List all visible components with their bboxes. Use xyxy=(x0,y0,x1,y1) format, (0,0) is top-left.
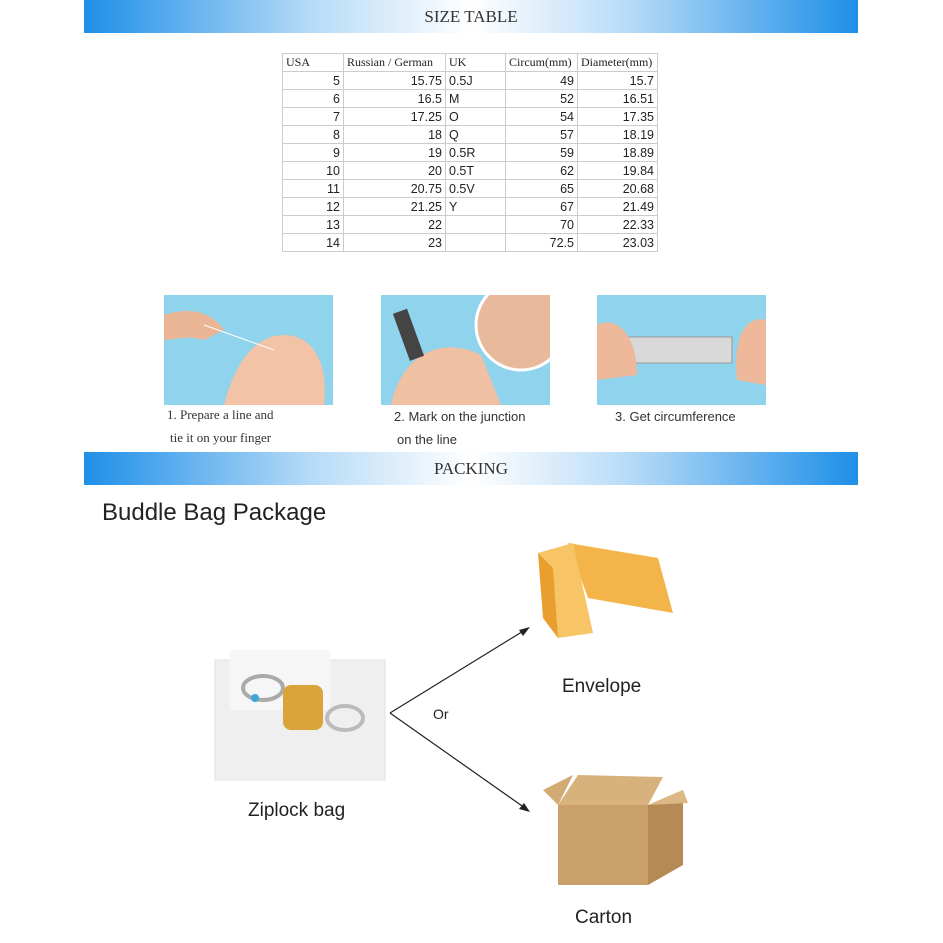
column-header: Russian / German xyxy=(343,53,446,72)
table-cell: 16.5 xyxy=(343,89,446,108)
table-cell: 65 xyxy=(505,179,578,198)
step1-caption-2: tie it on your finger xyxy=(170,430,272,445)
table-cell: 0.5J xyxy=(445,71,506,90)
table-cell: 15.75 xyxy=(343,71,446,90)
table-cell: O xyxy=(445,107,506,126)
table-cell: 49 xyxy=(505,71,578,90)
table-cell: 5 xyxy=(282,71,344,90)
table-cell: 7 xyxy=(282,107,344,126)
table-cell: 0.5R xyxy=(445,143,506,162)
table-cell: 59 xyxy=(505,143,578,162)
table-cell: 9 xyxy=(282,143,344,162)
step1-photo xyxy=(164,295,333,405)
table-cell: Y xyxy=(445,197,506,216)
table-cell: M xyxy=(445,89,506,108)
table-cell: 57 xyxy=(505,125,578,144)
table-cell: 18 xyxy=(343,125,446,144)
carton-image xyxy=(543,775,688,885)
table-cell: 15.7 xyxy=(577,71,658,90)
envelope-label: Envelope xyxy=(562,676,642,697)
table-cell: 8 xyxy=(282,125,344,144)
table-cell: 16.51 xyxy=(577,89,658,108)
table-cell: 0.5V xyxy=(445,179,506,198)
step1-caption-1: 1. Prepare a line and xyxy=(167,407,274,422)
table-cell: 11 xyxy=(282,179,344,198)
packing-banner: PACKING xyxy=(84,452,858,485)
or-label: Or xyxy=(433,706,449,722)
step3-photo xyxy=(597,295,766,405)
size-table-banner: SIZE TABLE xyxy=(84,0,858,33)
table-cell: 17.35 xyxy=(577,107,658,126)
table-cell: 22 xyxy=(343,215,446,234)
ziplock-bag-image xyxy=(214,650,386,781)
table-cell: 72.5 xyxy=(505,233,578,252)
table-cell: 52 xyxy=(505,89,578,108)
table-cell: 21.49 xyxy=(577,197,658,216)
table-cell: 54 xyxy=(505,107,578,126)
table-cell: 18.89 xyxy=(577,143,658,162)
package-title: Buddle Bag Package xyxy=(102,499,327,526)
table-cell: 23 xyxy=(343,233,446,252)
arrow-to-envelope xyxy=(389,629,526,714)
table-cell: 12 xyxy=(282,197,344,216)
table-cell: 19.84 xyxy=(577,161,658,180)
ziplock-label: Ziplock bag xyxy=(248,800,346,821)
arrows xyxy=(389,627,530,812)
table-cell: 14 xyxy=(282,233,344,252)
carton-label: Carton xyxy=(575,907,633,928)
table-cell: 20 xyxy=(343,161,446,180)
column-header: UK xyxy=(445,53,506,72)
step2-caption-1: 2. Mark on the junction xyxy=(394,409,526,424)
table-cell: Q xyxy=(445,125,506,144)
step2-photo xyxy=(381,295,550,405)
table-cell: 22.33 xyxy=(577,215,658,234)
arrow-to-carton xyxy=(389,712,526,809)
step3-caption: 3. Get circumference xyxy=(615,409,736,424)
column-header: Diameter(mm) xyxy=(577,53,658,72)
table-cell: 13 xyxy=(282,215,344,234)
table-cell: 6 xyxy=(282,89,344,108)
table-cell: 0.5T xyxy=(445,161,506,180)
table-cell: 62 xyxy=(505,161,578,180)
table-cell: 21.25 xyxy=(343,197,446,216)
table-cell xyxy=(445,233,506,252)
table-cell: 18.19 xyxy=(577,125,658,144)
table-cell: 20.75 xyxy=(343,179,446,198)
table-cell xyxy=(445,215,506,234)
envelope-image xyxy=(538,543,673,638)
step2-caption-2: on the line xyxy=(397,432,457,447)
table-cell: 10 xyxy=(282,161,344,180)
column-header: Circum(mm) xyxy=(505,53,578,72)
table-cell: 23.03 xyxy=(577,233,658,252)
table-cell: 19 xyxy=(343,143,446,162)
table-cell: 17.25 xyxy=(343,107,446,126)
table-cell: 20.68 xyxy=(577,179,658,198)
column-header: USA xyxy=(282,53,344,72)
table-cell: 67 xyxy=(505,197,578,216)
table-cell: 70 xyxy=(505,215,578,234)
